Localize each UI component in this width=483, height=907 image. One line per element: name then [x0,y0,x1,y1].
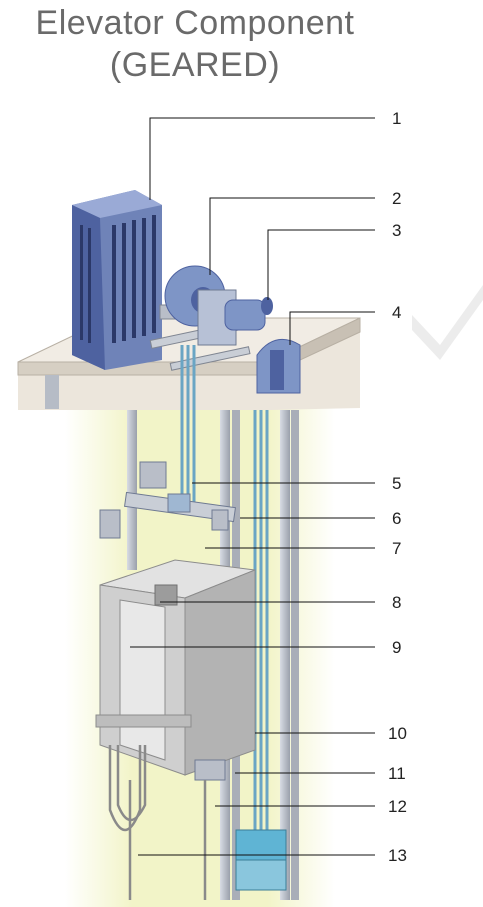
diagram-subtitle: (GEARED) [109,46,281,84]
watermark-check [412,285,483,360]
callout-2: 2 [392,189,401,208]
controller-cabinet [72,190,162,370]
callout-12: 12 [388,797,407,816]
callout-10: 10 [388,724,407,743]
callout-1: 1 [392,109,401,128]
speed-governor [256,338,301,394]
callout-9: 9 [392,638,401,657]
callout-13: 13 [388,846,407,865]
callout-7: 7 [392,539,401,558]
diagram-title: Elevator Component [35,4,355,42]
callout-5: 5 [392,474,401,493]
car-crosshead [99,461,237,539]
callout-8: 8 [392,593,401,612]
callout-11: 11 [388,764,406,783]
elevator-car [95,559,256,776]
callout-3: 3 [392,221,401,240]
callout-numbers: 1 2 3 4 5 6 7 8 9 10 11 12 13 [388,109,407,865]
leader-lines [130,117,375,856]
callout-4: 4 [392,303,401,322]
callout-6: 6 [392,509,401,528]
hoist-machine [149,265,273,371]
traveling-cables [108,745,147,900]
